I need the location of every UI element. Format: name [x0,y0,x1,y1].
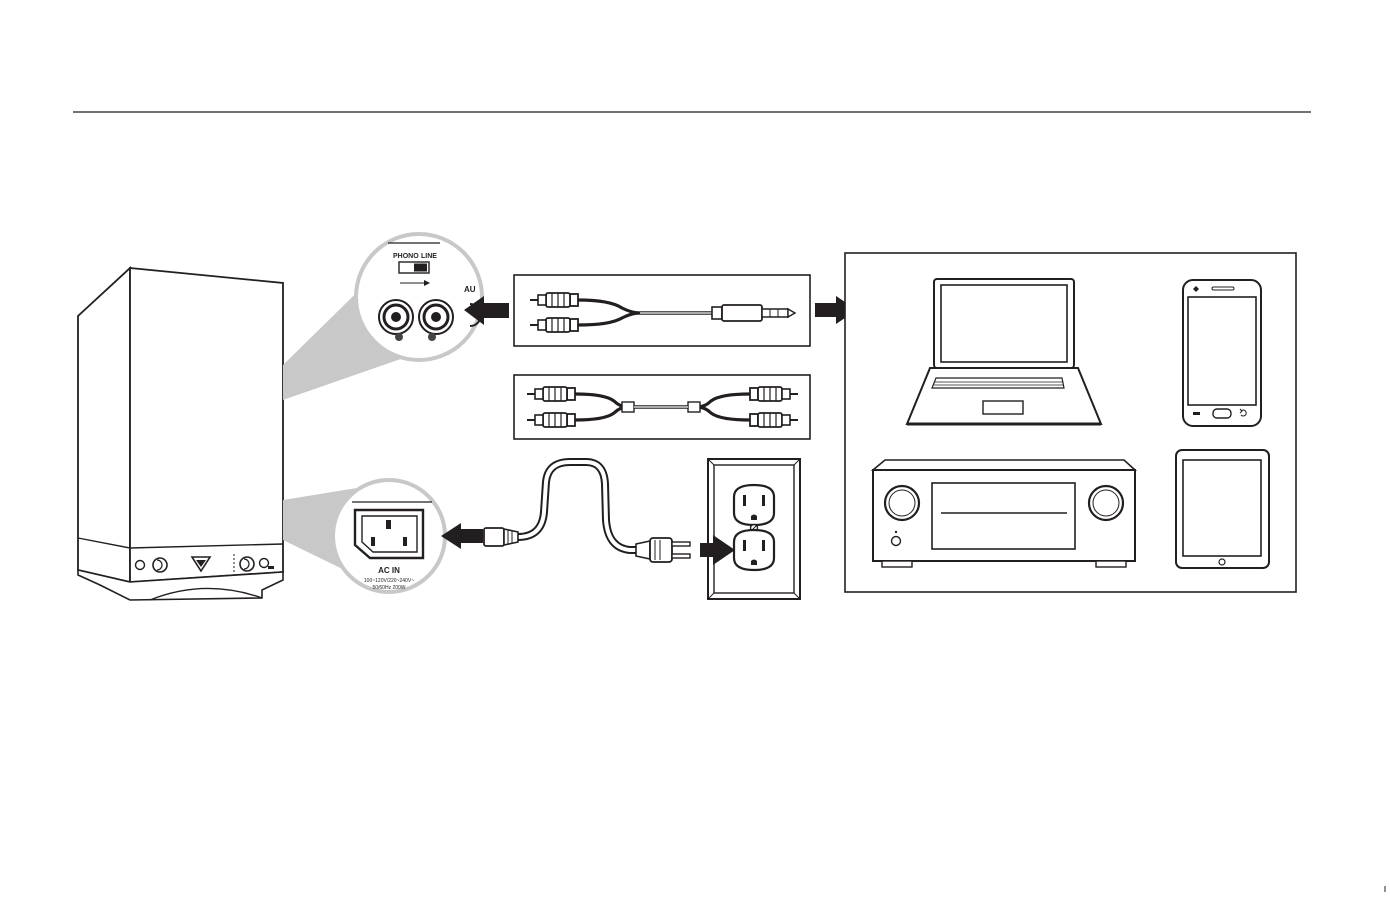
ac-in-label: AC IN [378,566,400,575]
ac-spec-line-1: 100~120V/220~240V~ [364,578,414,584]
av-receiver-icon [873,460,1135,567]
rca-input-callout: PHONO LINE AU [283,234,482,400]
laptop-icon [907,279,1101,424]
wall-outlet-icon [708,459,800,599]
rca-to-3.5mm-cable-icon [514,275,810,346]
phono-switch-label: PHONO [393,253,419,260]
arrow-to-ac-input-icon [441,523,483,549]
ac-input-callout: AC IN 100~120V/220~240V~ 50/60Hz 200W [283,480,445,592]
power-cord-icon [484,462,690,562]
line-switch-label: LINE [421,253,437,260]
ac-spec-line-2: 50/60Hz 200W [372,585,405,591]
rca-to-rca-cable-icon [514,375,810,439]
aux-label: AU [464,285,476,294]
tablet-icon [1176,450,1269,568]
smartphone-icon [1183,280,1261,426]
speaker-icon [78,268,283,600]
